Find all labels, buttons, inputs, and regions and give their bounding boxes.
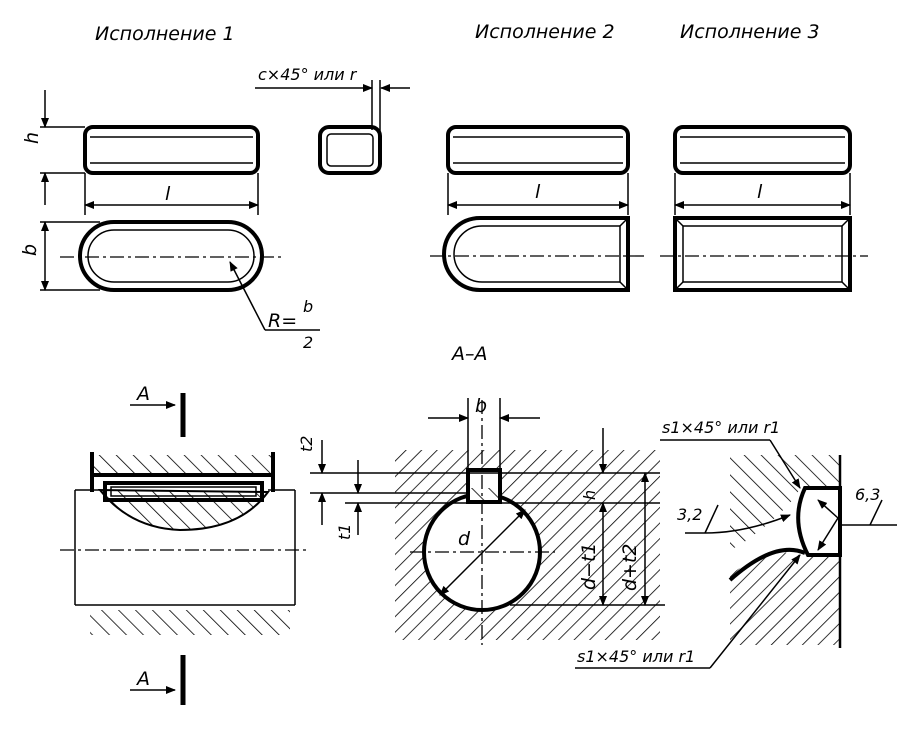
title-variant-1: Исполнение 1 bbox=[95, 23, 235, 45]
shaft-assembly-view: A A bbox=[60, 383, 310, 705]
l-label-1: l bbox=[165, 183, 171, 205]
variant2-views: l bbox=[430, 125, 645, 292]
title-variant-2: Исполнение 2 bbox=[475, 21, 615, 43]
section-marker-a-top: A bbox=[135, 383, 150, 405]
chamfer-label: c×45° или r bbox=[258, 65, 358, 84]
b-hub-label: b bbox=[475, 395, 487, 417]
key-cross-section: c×45° или r bbox=[255, 65, 410, 175]
title-variant-3: Исполнение 3 bbox=[680, 21, 820, 43]
b-label: b bbox=[19, 244, 41, 256]
section-marker-a-bottom: A bbox=[135, 668, 150, 690]
d-plus-t2-label: d+t2 bbox=[619, 543, 641, 591]
d-minus-t1-label: d−t1 bbox=[578, 542, 600, 590]
variant3-views: l bbox=[660, 125, 868, 292]
s1-label-bottom: s1×45° или r1 bbox=[577, 647, 695, 666]
roughness-6-3: 6,3 bbox=[855, 485, 880, 504]
s1-label-top: s1×45° или r1 bbox=[662, 418, 780, 437]
d-label: d bbox=[458, 528, 471, 550]
t2-label: t2 bbox=[297, 436, 316, 452]
section-a-a-view: d b t2 t1 h d−t1 d+t2 bbox=[297, 395, 665, 645]
radius-denominator: 2 bbox=[303, 333, 313, 352]
fillet-detail-view: s1×45° или r1 3,2 6,3 s1×45° или r1 bbox=[575, 418, 897, 669]
t1-label: t1 bbox=[335, 524, 354, 540]
l-label-2: l bbox=[535, 181, 541, 203]
l-label-3: l bbox=[757, 181, 763, 203]
h-hub-label: h bbox=[580, 490, 599, 500]
section-title: A–A bbox=[450, 343, 488, 365]
radius-label: R= bbox=[268, 310, 297, 332]
variant1-side-view: h l bbox=[21, 90, 260, 215]
roughness-3-2: 3,2 bbox=[677, 505, 702, 524]
variant1-plan-view: b R= b 2 bbox=[19, 220, 320, 352]
radius-numerator: b bbox=[303, 297, 313, 316]
h-label: h bbox=[21, 132, 43, 144]
